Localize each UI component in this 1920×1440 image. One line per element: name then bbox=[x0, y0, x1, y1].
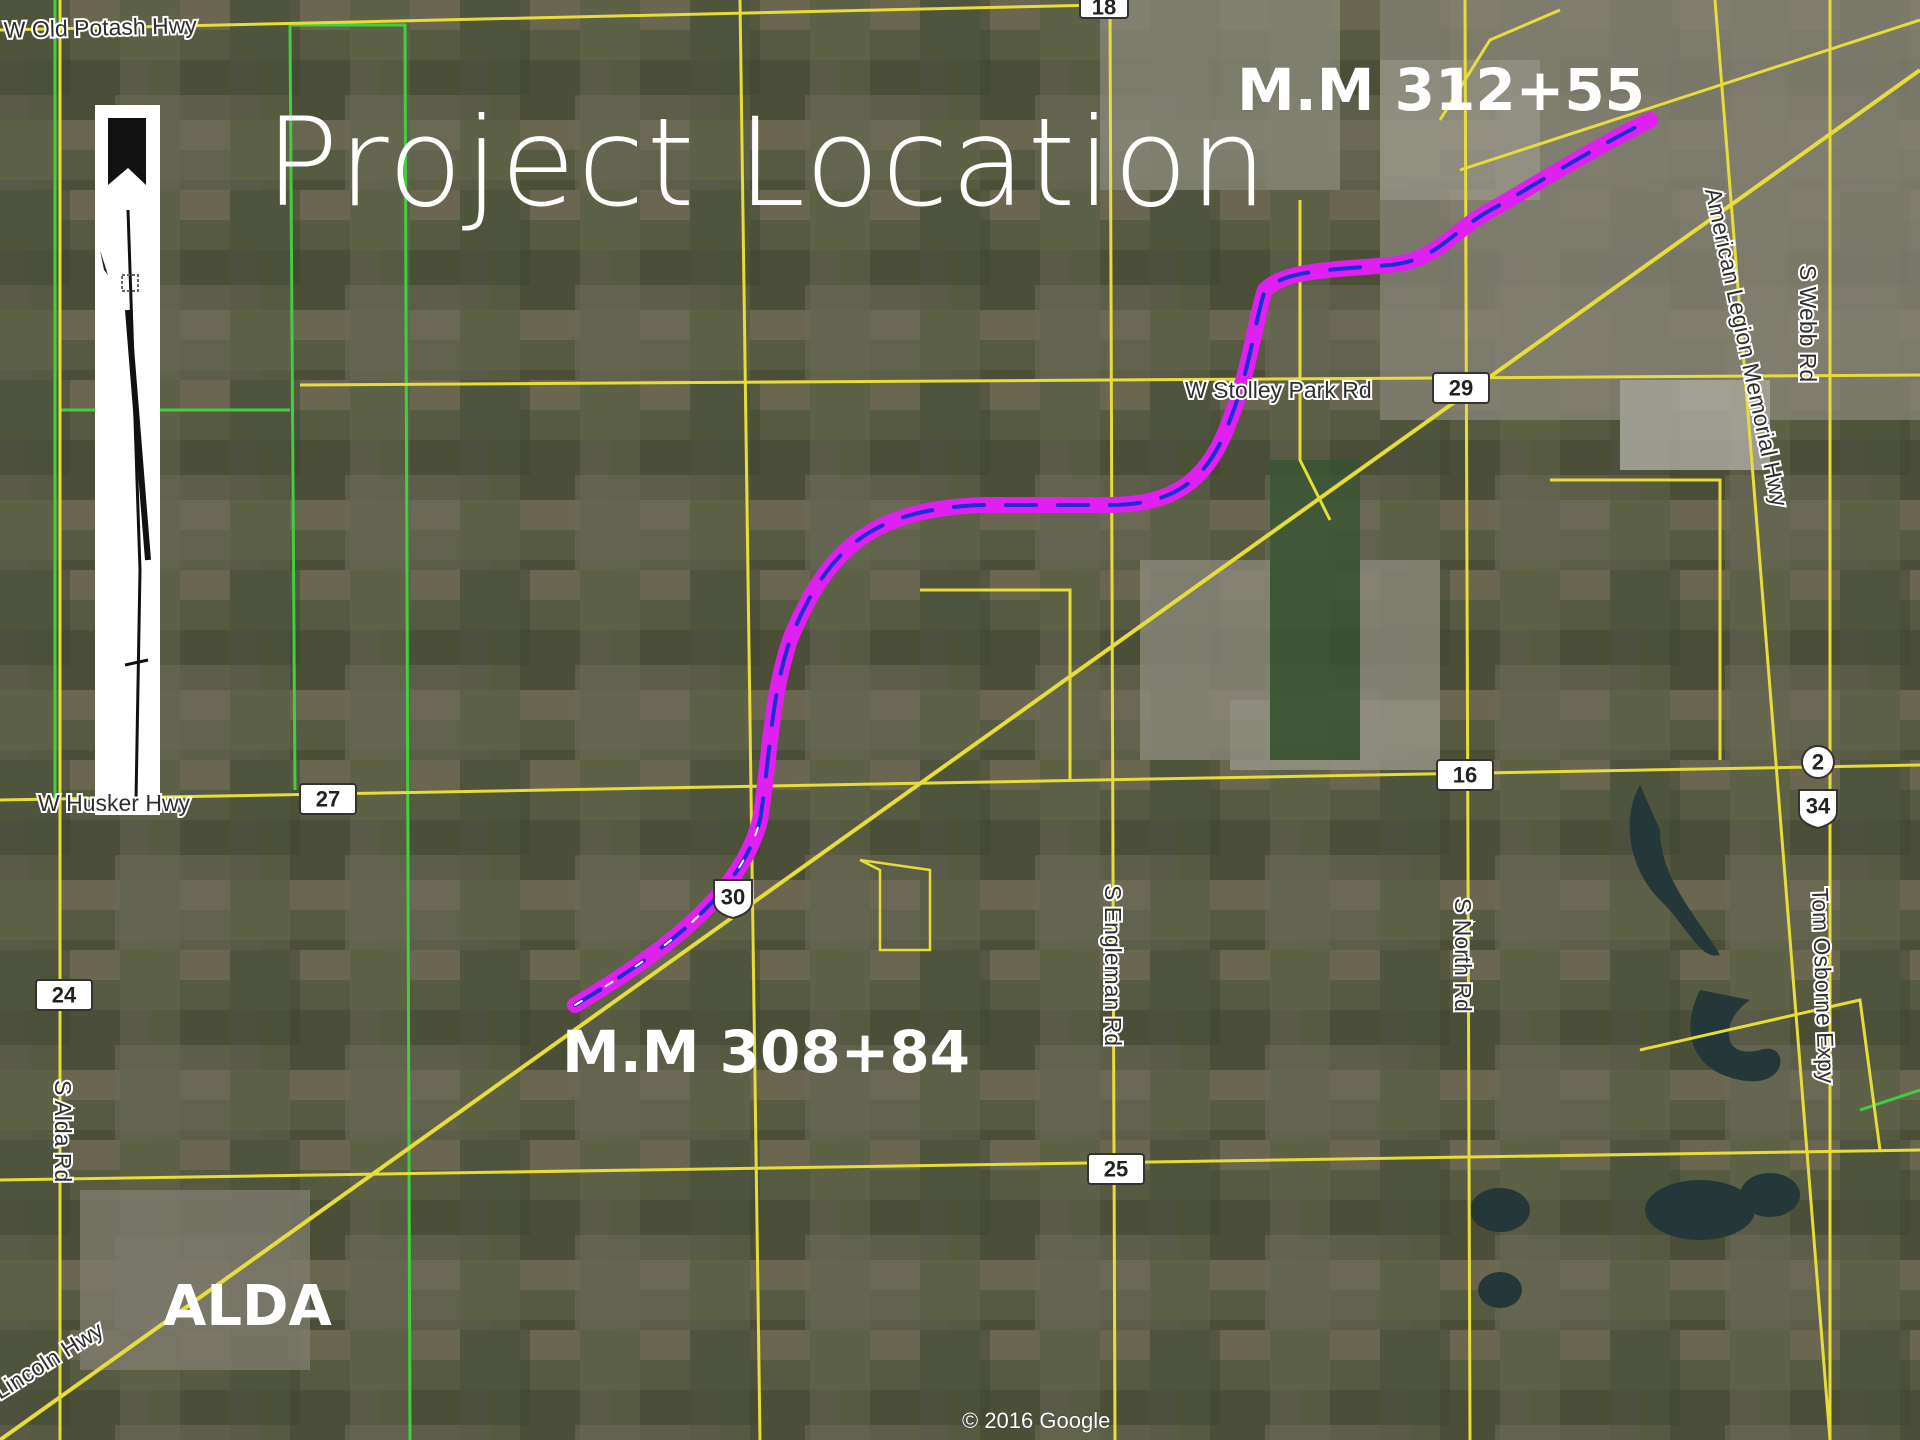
svg-text:24: 24 bbox=[52, 983, 77, 1008]
highway-shield-2: 2 bbox=[1801, 745, 1835, 779]
start-milemarker-label: M.M 308+84 bbox=[562, 1018, 970, 1086]
project-route bbox=[567, 112, 1658, 1013]
svg-text:27: 27 bbox=[316, 787, 340, 812]
svg-text:34: 34 bbox=[1806, 794, 1831, 819]
highway-shield-27: 27 bbox=[299, 783, 357, 815]
road-label-alda-rd: S Alda Rd bbox=[50, 1080, 76, 1182]
svg-text:29: 29 bbox=[1449, 376, 1473, 401]
road-label-stolley: W Stolley Park Rd bbox=[1185, 377, 1372, 403]
svg-text:2: 2 bbox=[1812, 750, 1824, 775]
highway-shield-24: 24 bbox=[35, 979, 93, 1011]
road-label-old-potash: W Old Potash Hwy bbox=[3, 12, 197, 43]
north-arrow-icon bbox=[108, 118, 146, 185]
highway-shield-16: 16 bbox=[1436, 759, 1494, 791]
map-copyright: © 2016 Google bbox=[962, 1408, 1110, 1433]
end-milemarker-label: M.M 312+55 bbox=[1237, 56, 1645, 124]
road-label-north: S North Rd bbox=[1450, 898, 1476, 1012]
township-boundaries bbox=[53, 0, 1920, 1440]
highway-shield-30: 30 bbox=[713, 879, 753, 920]
town-label-alda: ALDA bbox=[163, 1274, 333, 1339]
road-label-engleman: S Engleman Rd bbox=[1100, 885, 1126, 1046]
lakes bbox=[1470, 785, 1800, 1308]
road-label-husker: W Husker Hwy bbox=[38, 790, 191, 816]
svg-text:16: 16 bbox=[1453, 763, 1477, 788]
highway-shield-25: 25 bbox=[1087, 1153, 1145, 1185]
page-title: Project Location bbox=[265, 92, 1269, 234]
highway-shield-34: 34 bbox=[1798, 789, 1838, 830]
svg-text:30: 30 bbox=[721, 885, 745, 910]
highway-shield-29: 29 bbox=[1432, 372, 1490, 404]
north-arrow-scale bbox=[95, 105, 160, 815]
road-label-webb: S Webb Rd bbox=[1795, 265, 1821, 382]
highway-shield-18: 18 bbox=[1079, 0, 1129, 20]
svg-text:18: 18 bbox=[1092, 0, 1116, 20]
svg-text:25: 25 bbox=[1104, 1157, 1128, 1182]
